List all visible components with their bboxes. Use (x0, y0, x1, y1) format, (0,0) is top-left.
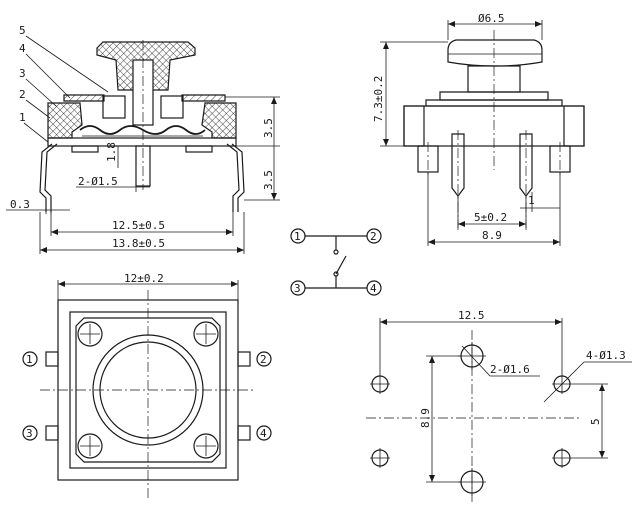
switch-contact (335, 255, 347, 275)
dome-contact (79, 125, 206, 135)
part-label-4: 4 (19, 42, 26, 55)
schematic: 1 2 3 4 (290, 228, 382, 296)
dim-pcb-height: 8.9 (419, 408, 432, 428)
dim-pin-width: 1 (528, 194, 535, 207)
top-view: 1 2 3 4 12±0.2 (22, 272, 272, 500)
dim-knob-dia: Ø6.5 (478, 12, 505, 25)
schematic-terminal-3: 3 (294, 282, 301, 295)
side-pin-left (451, 133, 465, 197)
pcb-layout: 12.5 8.9 5 2-Ø1.6 4-Ø1.3 (366, 309, 632, 505)
side-view: Ø6.5 7.3±0.2 1 5±0.2 8.9 (372, 12, 585, 246)
dim-lead-thickness: 0.3 (10, 198, 30, 211)
schematic-terminal-4: 4 (370, 282, 377, 295)
dim-height: 7.3±0.2 (372, 76, 385, 122)
dim-body-width: 12.5±0.5 (112, 219, 165, 232)
hole-small-bottom (458, 468, 486, 496)
schematic-terminal-1: 1 (294, 230, 301, 243)
hole-large-bl (370, 448, 390, 468)
dim-body-height: 3.5 (262, 118, 275, 138)
part-label-1: 1 (19, 111, 26, 124)
dim-base-width: 8.9 (482, 229, 502, 242)
dim-pin-pitch: 5±0.2 (474, 211, 507, 224)
dim-terminal-height: 3.5 (262, 170, 275, 190)
schematic-terminal-2: 2 (370, 230, 377, 243)
part-label-3: 3 (19, 67, 26, 80)
top-terminal-1: 1 (26, 353, 33, 366)
dim-lead-dia: 1.8 (105, 142, 118, 162)
top-terminal-2: 2 (260, 353, 267, 366)
knob-top (447, 39, 543, 67)
housing-section (47, 102, 83, 139)
part-label-2: 2 (19, 88, 26, 101)
left-lead (39, 143, 53, 212)
dim-top-width: 12±0.2 (124, 272, 164, 285)
dim-pin-dia: 2-Ø1.5 (78, 175, 118, 188)
dim-pcb-pitch: 5 (589, 418, 602, 425)
side-pin-right (519, 133, 533, 197)
section-view: 5 4 3 2 1 3.5 3.5 1.8 2-Ø1.5 0.3 12.5±0.… (6, 24, 280, 254)
dim-hole-large: 4-Ø1.3 (586, 349, 626, 362)
hole-large-tl (370, 374, 390, 394)
top-terminal-3: 3 (26, 427, 33, 440)
dim-hole-small: 2-Ø1.6 (490, 363, 530, 376)
hole-large-br (552, 448, 572, 468)
dim-overall-width: 13.8±0.5 (112, 237, 165, 250)
right-lead (231, 143, 245, 212)
dim-pcb-width: 12.5 (458, 309, 485, 322)
part-label-5: 5 (19, 24, 26, 37)
top-terminal-4: 4 (260, 427, 267, 440)
